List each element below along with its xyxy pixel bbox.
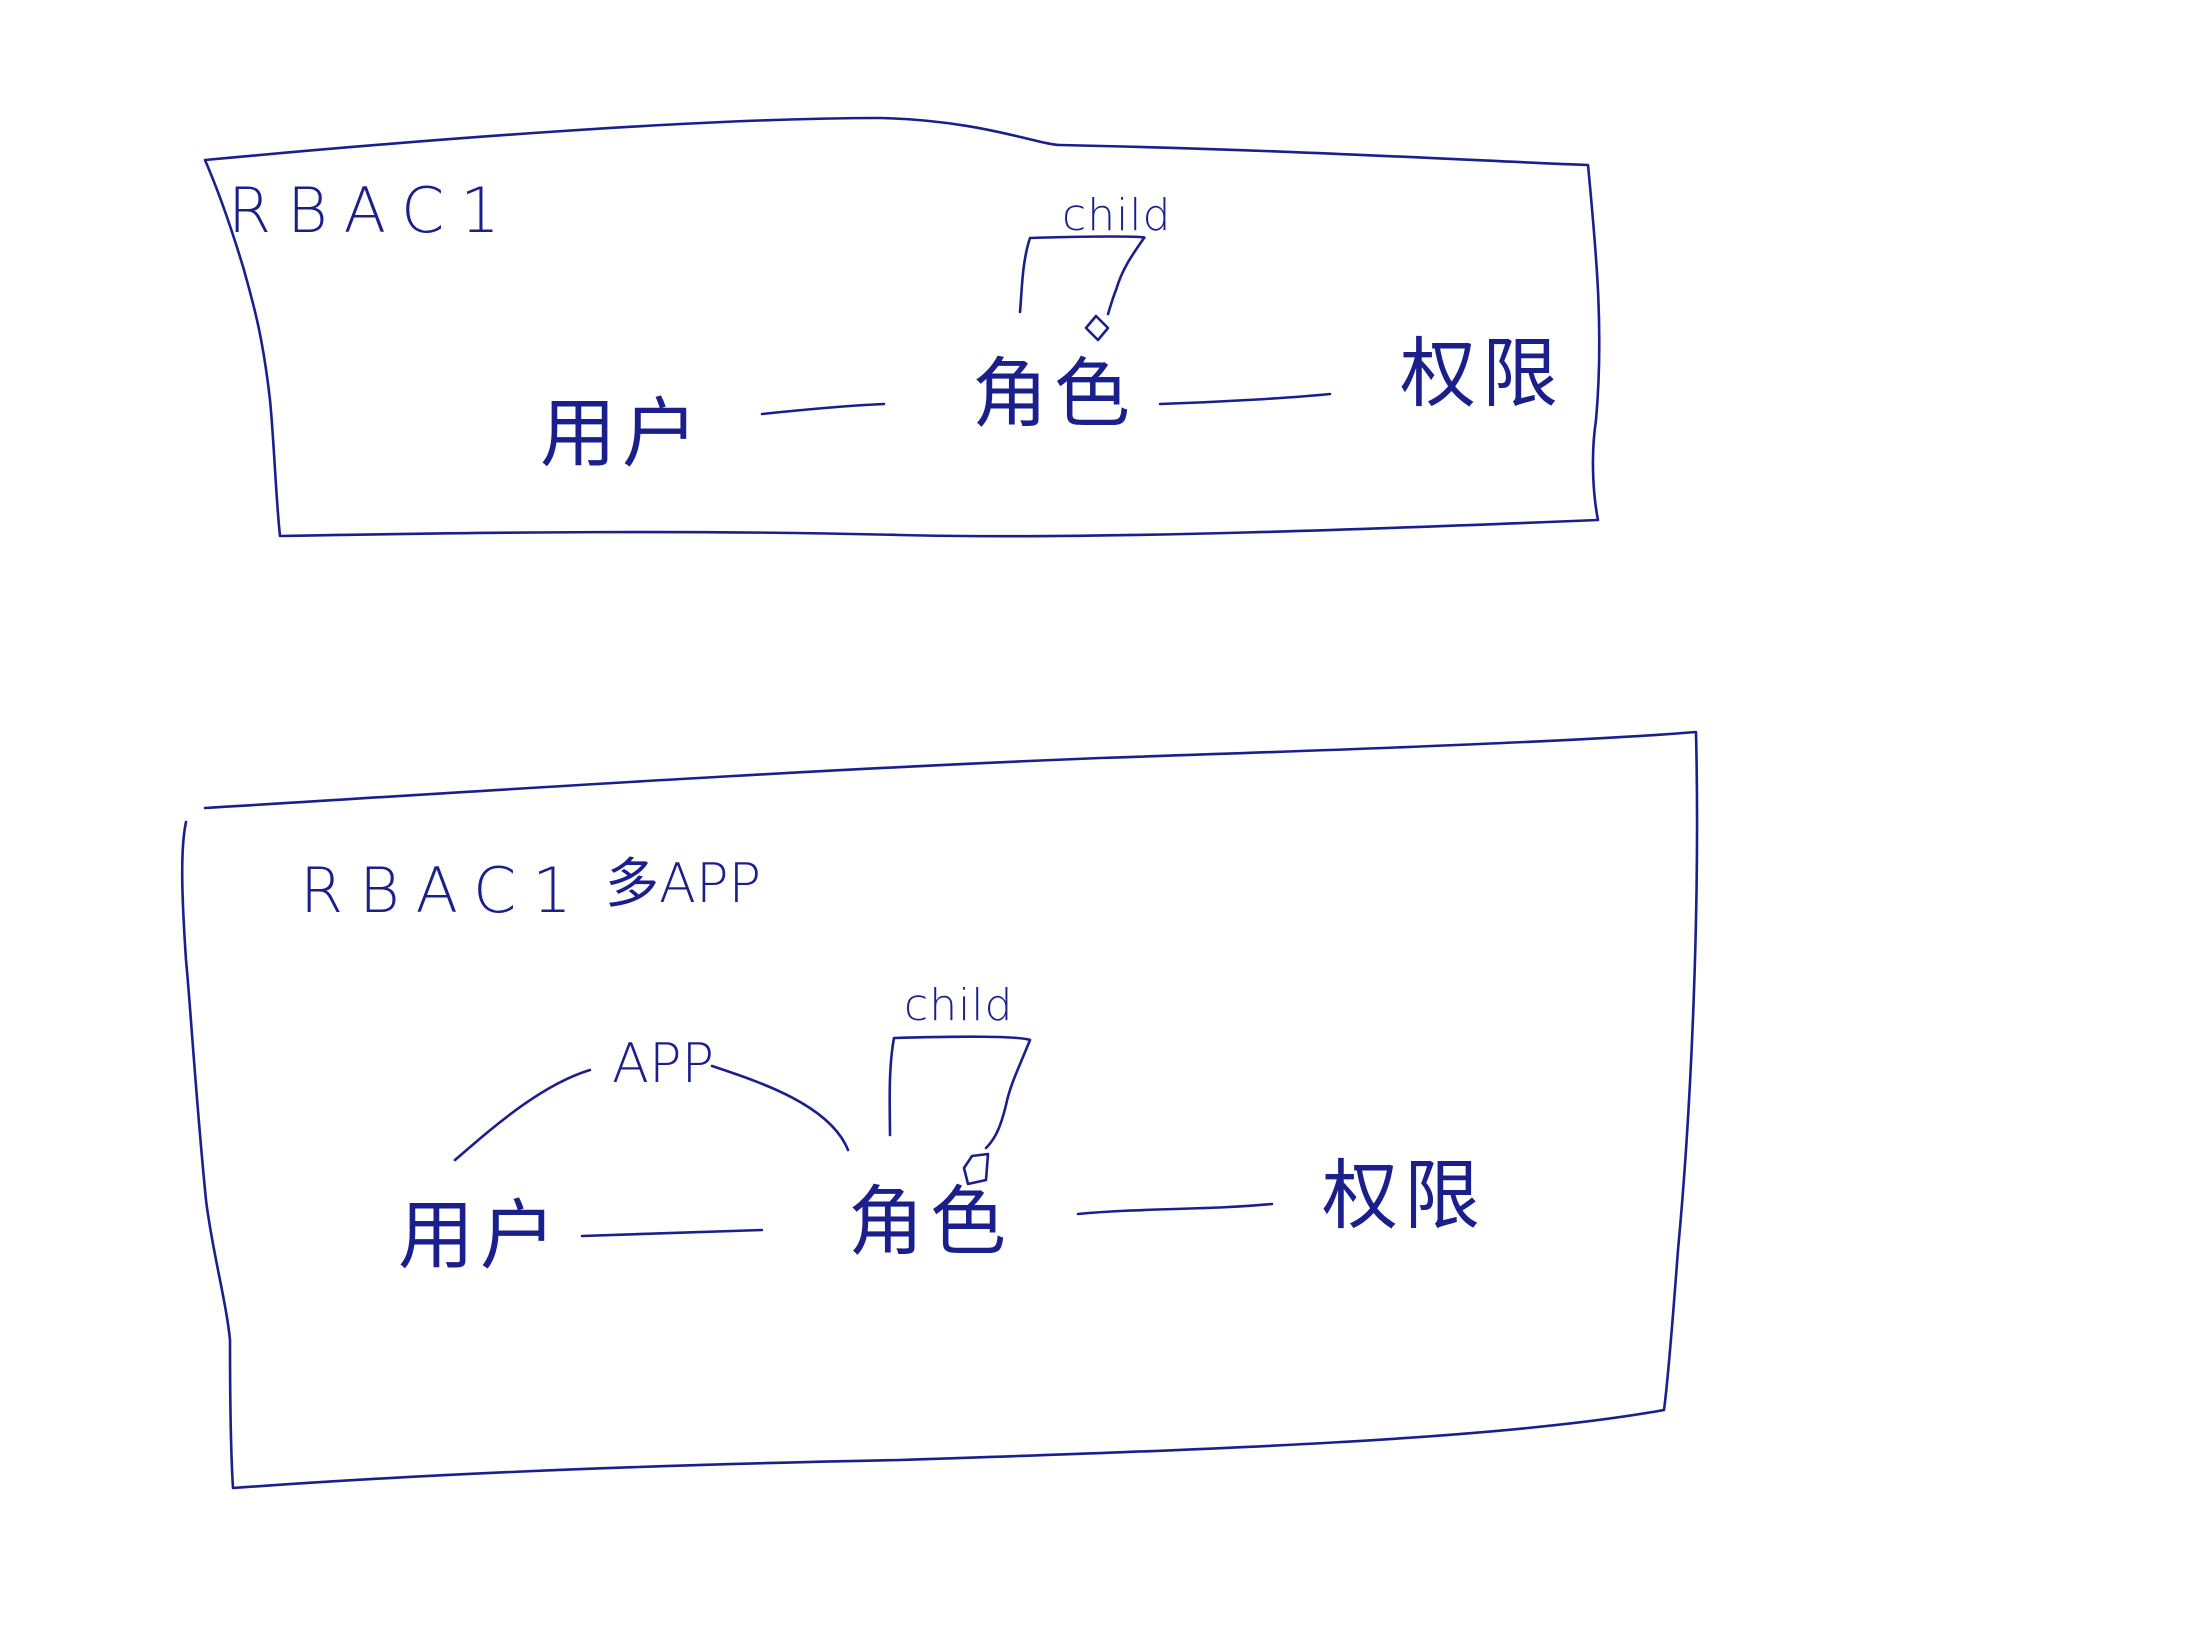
rbac1-title: RBAC1 <box>228 174 516 247</box>
rbac1-multi-app-title-suffix: 多APP <box>605 852 761 915</box>
rbac1-multi-app-app-label: APP <box>612 1032 714 1095</box>
rbac1-permission-node: 权限 <box>1400 329 1564 418</box>
rbac1-multi-app-app-role-link <box>710 1064 850 1152</box>
rbac1-multi-app-child-arrow-diamond <box>962 1152 990 1186</box>
rbac1-frame <box>203 116 1601 538</box>
rbac1-diagram: RBAC1 用户 角色 权限 child <box>203 116 1601 538</box>
rbac1-multi-app-permission-node: 权限 <box>1322 1151 1486 1240</box>
rbac1-multi-app-child-self-loop <box>888 1035 1032 1150</box>
rbac1-multi-app-user-role-link <box>580 1228 764 1238</box>
rbac1-child-self-loop <box>1018 235 1146 316</box>
rbac1-role-permission-link <box>1158 392 1332 406</box>
rbac1-multi-app-title: RBAC1 <box>300 854 588 927</box>
rbac1-child-arrow-diamond <box>1084 314 1110 342</box>
rbac1-multi-app-user-node: 用户 <box>398 1191 562 1280</box>
rbac1-role-node: 角色 <box>972 349 1136 438</box>
rbac1-child-label: child <box>1062 190 1171 241</box>
rbac1-user-node: 用户 <box>540 389 704 478</box>
rbac1-multi-app-child-label: child <box>904 980 1013 1031</box>
rbac1-multi-app-role-node: 角色 <box>848 1177 1012 1266</box>
rbac1-multi-app-frame <box>180 730 1699 1490</box>
rbac1-user-role-link <box>760 402 886 416</box>
rbac1-multi-app-role-permission-link <box>1076 1202 1274 1216</box>
rbac1-multi-app-diagram: RBAC1 多APP APP 用户 角色 权限 child <box>180 730 1699 1490</box>
rbac1-multi-app-user-app-link <box>453 1068 592 1162</box>
